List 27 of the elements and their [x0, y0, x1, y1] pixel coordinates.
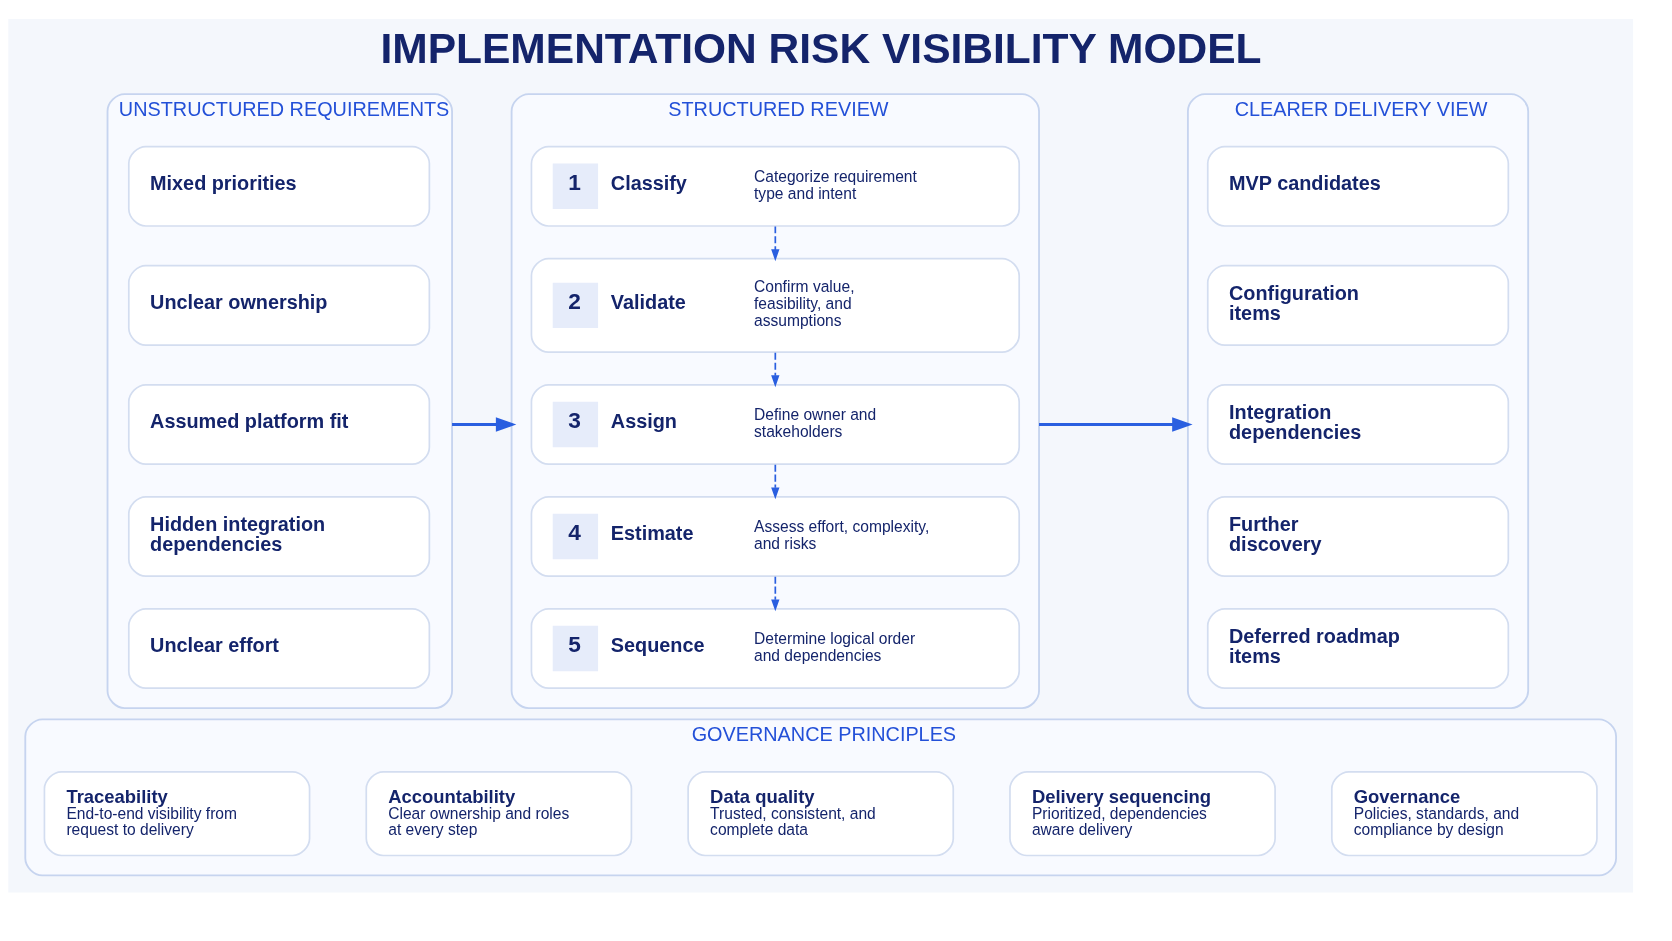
arrow — [771, 463, 780, 499]
arrow — [771, 225, 780, 261]
node-box: Traceability End-to-end visibility from request to delivery — [43, 770, 311, 856]
node-box: Hidden integration dependencies — [127, 495, 431, 577]
node-box: MVP candidates — [1206, 145, 1510, 227]
node-box: Configuration items — [1206, 264, 1510, 346]
node-box: 3 Assign Define owner and stakeholders — [530, 383, 1021, 465]
node-box: Data quality Trusted, consistent, and complete data — [687, 770, 955, 856]
arrow — [1039, 416, 1193, 432]
node-box: 1 Classify Categorize requirement type and intent — [530, 145, 1021, 227]
node-box: Governance Policies, standards, and compliance by design — [1330, 770, 1598, 856]
arrow — [452, 416, 517, 432]
arrow — [771, 575, 780, 611]
node-box: 4 Estimate Assess effort, complexity, and risks — [530, 495, 1021, 577]
arrow — [771, 351, 780, 387]
node-box: Deferred roadmap items — [1206, 607, 1510, 689]
node-box: Accountability Clear ownership and roles at every step — [365, 770, 633, 856]
diagram-title: IMPLEMENTATION RISK VISIBILITY MODEL — [380, 23, 1262, 72]
node-box: Unclear ownership — [127, 264, 431, 346]
node-box: Integration dependencies — [1206, 383, 1510, 465]
node-box: 2 Validate Confirm value, feasibility, and assumptions — [530, 257, 1021, 353]
node-box: Assumed platform fit — [127, 383, 431, 465]
node-box: Unclear effort — [127, 607, 431, 689]
node-box: 5 Sequence Determine logical order and dependencies — [530, 607, 1021, 689]
node-box: Further discovery — [1206, 495, 1510, 577]
node-box: Mixed priorities — [127, 145, 431, 227]
node-box: Delivery sequencing Prioritized, dependencies aware delivery — [1009, 770, 1276, 856]
